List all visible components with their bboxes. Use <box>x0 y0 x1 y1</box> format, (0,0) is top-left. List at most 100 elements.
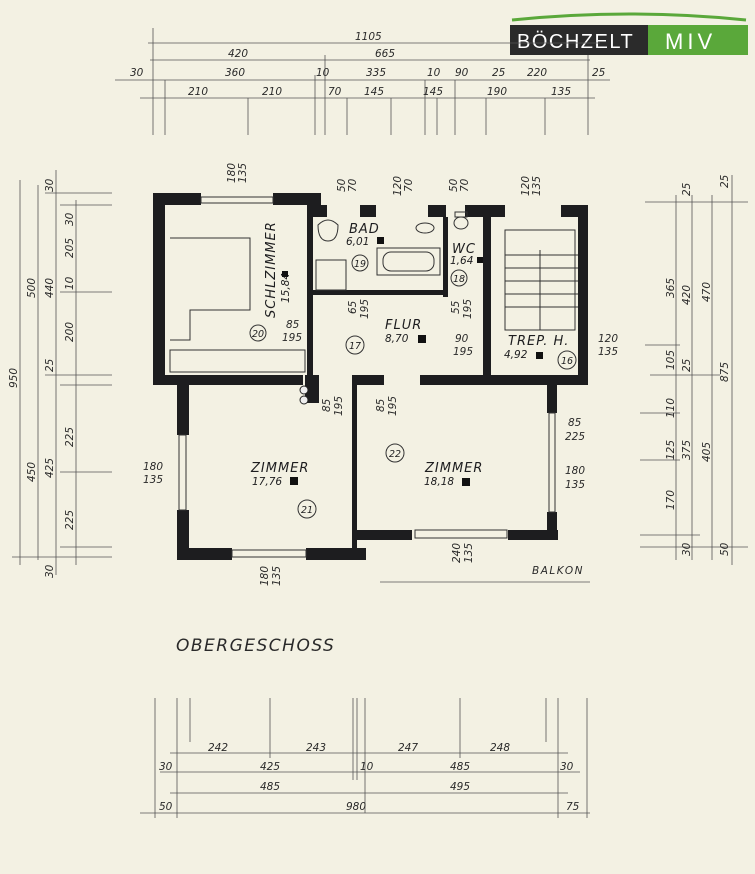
dim-left: 30 <box>64 212 76 226</box>
dim-top: 25 <box>592 67 606 79</box>
dimension-label: 195 <box>333 396 345 416</box>
dim-top: 210 <box>188 86 208 98</box>
room-name: ZIMMER <box>424 461 483 476</box>
dim-bottom: 425 <box>260 761 280 773</box>
dimension-label: 225 <box>565 431 585 443</box>
dimension-label: 135 <box>143 474 163 486</box>
dimension-label: 195 <box>453 346 473 358</box>
dimension-label: 65 <box>347 300 359 314</box>
dim-top: 420 <box>228 48 248 60</box>
dim-left: 950 <box>8 368 20 388</box>
room-area: 18,18 <box>424 476 454 488</box>
plan-title: OBERGESCHOSS <box>176 636 335 656</box>
dimension-label: 180 <box>143 461 163 473</box>
dim-bottom: 242 <box>208 742 228 754</box>
room-area: 1,64 <box>450 255 473 267</box>
dim-top: 145 <box>364 86 384 98</box>
dim-left: 10 <box>64 276 76 290</box>
dim-right: 110 <box>665 398 677 418</box>
dim-top-total: 1105 <box>355 31 382 43</box>
dim-left: 440 <box>44 278 56 298</box>
room-number: 18 <box>453 274 465 285</box>
dim-right: 30 <box>681 542 693 556</box>
dimension-label: 180 <box>259 566 271 586</box>
dim-right: 170 <box>665 490 677 510</box>
dimension-label: 195 <box>282 332 302 344</box>
room-area: 15,84 <box>280 273 292 303</box>
room-area: 4,92 <box>504 349 528 361</box>
room-name: TREP. H. <box>508 334 569 349</box>
room-name: BAD <box>349 222 380 237</box>
dimension-label: 135 <box>598 346 618 358</box>
dimension-label: 85 <box>375 398 387 412</box>
dim-bottom: 247 <box>398 742 418 754</box>
dimension-label: 70 <box>403 178 415 192</box>
dim-left: 225 <box>64 427 76 447</box>
dimension-label: 70 <box>347 178 359 192</box>
dim-right: 470 <box>701 282 713 302</box>
dim-left: 30 <box>44 564 56 578</box>
dim-bottom: 980 <box>346 801 366 813</box>
room-area: 8,70 <box>385 333 409 345</box>
dim-top: 335 <box>366 67 386 79</box>
dim-top: 25 <box>492 67 506 79</box>
dimension-label: 195 <box>359 299 371 319</box>
dimension-label: 180 <box>226 163 238 183</box>
room-number: 19 <box>354 259 366 270</box>
dimension-label: 120 <box>598 333 618 345</box>
dim-top: 220 <box>527 67 547 79</box>
dim-bottom: 30 <box>560 761 574 773</box>
dim-right: 125 <box>665 440 677 460</box>
opening-dimensions: 180 135 50 70 120 70 50 70 120 135 65 19… <box>143 163 618 586</box>
room-number: 21 <box>301 505 313 516</box>
dim-left: 500 <box>26 278 38 298</box>
dim-left: 200 <box>64 322 76 342</box>
room-name: ZIMMER <box>250 461 309 476</box>
dim-right: 420 <box>681 285 693 305</box>
dim-right: 25 <box>719 174 731 188</box>
room-labels: SCHLZIMMER 15,84 20 BAD 6,01 19 WC 1,64 … <box>249 221 582 577</box>
dim-right: 105 <box>665 350 677 370</box>
dim-top: 10 <box>316 67 330 79</box>
dim-top: 10 <box>427 67 441 79</box>
room-number: 16 <box>561 356 573 367</box>
dimension-label: 240 <box>451 543 463 563</box>
dimension-label: 135 <box>531 176 543 196</box>
dimension-label: 135 <box>271 566 283 586</box>
room-area: 17,76 <box>252 476 282 488</box>
top-dimensions: 1105 420 665 30 360 10 335 10 90 25 220 … <box>115 28 610 135</box>
room-name: WC <box>452 242 476 257</box>
dimension-label: 120 <box>520 176 532 196</box>
dim-right: 50 <box>719 542 731 556</box>
dimension-label: 55 <box>450 300 462 314</box>
room-name: SCHLZIMMER <box>264 221 279 318</box>
room-number: 20 <box>252 329 264 340</box>
dimension-label: 135 <box>237 163 249 183</box>
dimension-label: 195 <box>462 299 474 319</box>
dim-top: 360 <box>225 67 245 79</box>
dim-right: 405 <box>701 442 713 462</box>
dim-top: 70 <box>328 86 342 98</box>
dimension-label: MIV <box>665 29 716 54</box>
room-number: 22 <box>389 449 401 460</box>
dimension-label: 195 <box>387 396 399 416</box>
dim-left: 30 <box>44 178 56 192</box>
dim-bottom: 243 <box>306 742 326 754</box>
dim-bottom: 485 <box>260 781 280 793</box>
dim-bottom: 10 <box>360 761 374 773</box>
dim-top: 30 <box>130 67 144 79</box>
dimension-label: BÖCHZELT <box>517 31 634 53</box>
dimension-label: 50 <box>336 178 348 192</box>
dim-top: 145 <box>423 86 443 98</box>
dim-bottom: 50 <box>159 801 173 813</box>
dimension-label: 85 <box>568 417 582 429</box>
dim-left: 205 <box>64 238 76 258</box>
room-area: 6,01 <box>346 236 369 248</box>
dim-right: 25 <box>681 182 693 196</box>
dim-bottom: 248 <box>490 742 510 754</box>
room-number: 17 <box>349 341 361 352</box>
right-dimensions: 25 25 365 420 470 105 25 875 110 125 375… <box>640 174 748 565</box>
dim-bottom: 75 <box>566 801 580 813</box>
dim-top: 90 <box>455 67 469 79</box>
